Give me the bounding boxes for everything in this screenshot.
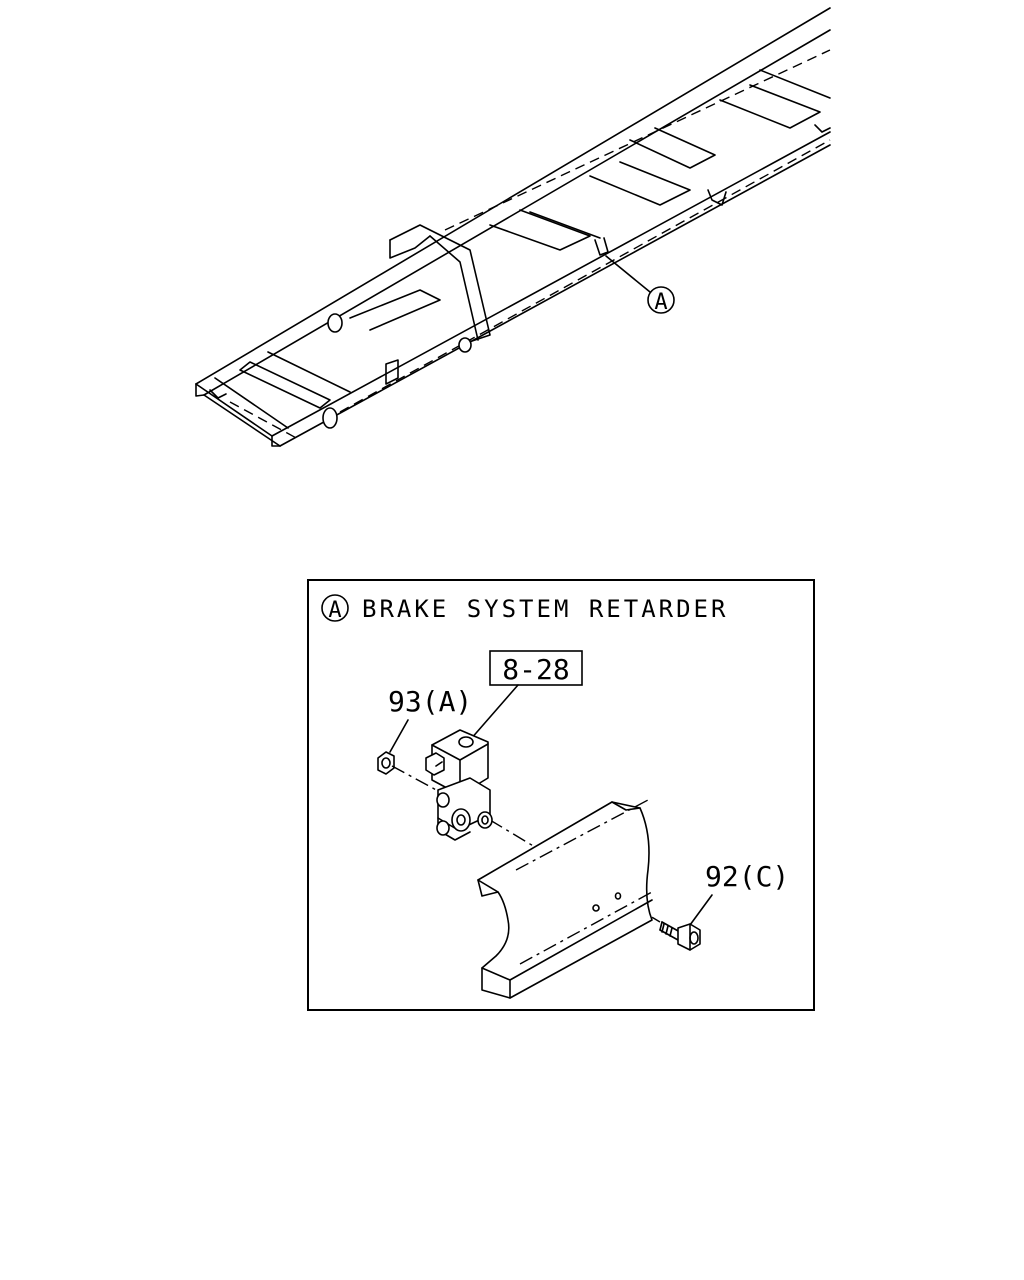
reference-number: 8-28 xyxy=(502,653,569,686)
frame-rail-section xyxy=(477,799,653,999)
bolt-92c xyxy=(659,921,701,951)
bolt-label: 92(C) xyxy=(705,860,789,893)
detail-title: BRAKE SYSTEM RETARDER xyxy=(362,595,728,623)
callout-letter-a: A xyxy=(654,290,667,315)
title-callout-letter: A xyxy=(328,598,341,623)
chassis-frame-illustration: A xyxy=(195,7,831,447)
nut-label: 93(A) xyxy=(388,685,472,718)
nut-93a xyxy=(377,751,395,775)
detail-panel: A BRAKE SYSTEM RETARDER 8-28 93(A) xyxy=(307,579,815,1011)
retarder-valve xyxy=(425,729,493,841)
reference-box xyxy=(489,650,583,686)
title-callout-circle xyxy=(321,594,349,622)
callout-circle xyxy=(647,286,675,314)
